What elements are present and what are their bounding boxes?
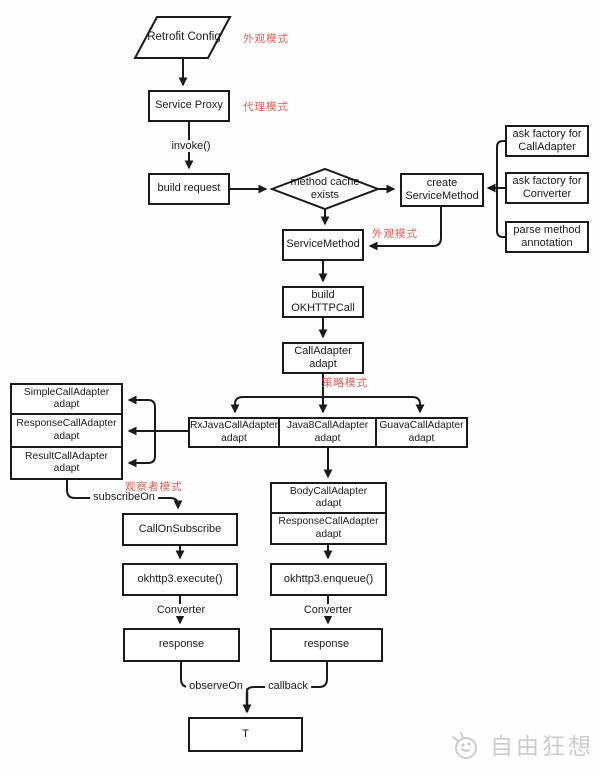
node-method-cache-exists: method cache exists (290, 176, 360, 201)
node-ask-factory-call-adapter: ask factory for CallAdapter (505, 125, 589, 157)
edge-label-observe-on: observeOn (186, 680, 246, 692)
node-response-call-adapter-2: ResponseCallAdapter adapt (270, 512, 387, 545)
watermark-face-icon (452, 732, 477, 759)
annotation-observer-pattern: 观察者模式 (125, 481, 183, 493)
node-build-request: build request (148, 173, 230, 205)
edge-label-converter-right: Converter (300, 604, 356, 616)
annotation-facade-pattern-mid: 外观模式 (372, 228, 418, 240)
node-ask-factory-converter: ask factory for Converter (505, 172, 589, 204)
node-guava-call-adapter: GuavaCallAdapter adapt (375, 417, 468, 448)
node-call-on-subscribe: CallOnSubscribe (122, 513, 238, 546)
watermark: 自由狂想 (449, 729, 594, 763)
node-simple-call-adapter: SimpleCallAdapter adapt (10, 383, 123, 415)
annotation-strategy-pattern: 策略模式 (322, 377, 368, 389)
watermark-text: 自由狂想 (490, 732, 594, 759)
node-t-result: T (188, 717, 303, 752)
node-response-call-adapter: ResponseCallAdapter adapt (10, 413, 123, 448)
node-create-service-method: create ServiceMethod (400, 173, 484, 207)
edge-label-invoke: invoke() (168, 140, 214, 152)
edge-label-subscribe-on: subscribeOn (90, 491, 158, 503)
node-service-proxy: Service Proxy (148, 90, 230, 122)
node-okhttp3-execute: okhttp3.execute() (122, 563, 238, 596)
method-cache-diamond (269, 167, 381, 211)
edge-label-callback: callback (265, 680, 311, 692)
node-response-left: response (123, 628, 240, 662)
node-parse-method-annotation: parse method annotation (505, 221, 589, 253)
node-service-method: ServiceMethod (282, 229, 364, 261)
node-response-right: response (270, 628, 383, 662)
node-java8-call-adapter: Java8CallAdapter adapt (278, 417, 377, 448)
node-retrofit-config: Retrofit Config (147, 31, 221, 44)
node-rxjava-call-adapter: RxJavaCallAdapter adapt (188, 417, 280, 448)
node-result-call-adapter: ResultCallAdapter adapt (10, 446, 123, 480)
connectors (66, 58, 505, 714)
annotation-facade-pattern-top: 外观模式 (243, 33, 289, 45)
flow-shapes (133, 16, 381, 211)
edge-label-converter-left: Converter (153, 604, 209, 616)
node-okhttp3-enqueue: okhttp3.enqueue() (270, 563, 387, 596)
node-call-adapter-adapt: CallAdapter adapt (282, 342, 364, 374)
node-build-okhttpcall: build OKHTTPCall (282, 286, 364, 318)
retrofit-config-parallelogram (133, 16, 232, 59)
node-body-call-adapter: BodyCallAdapter adapt (270, 482, 387, 514)
annotation-proxy-pattern: 代理模式 (243, 101, 289, 113)
